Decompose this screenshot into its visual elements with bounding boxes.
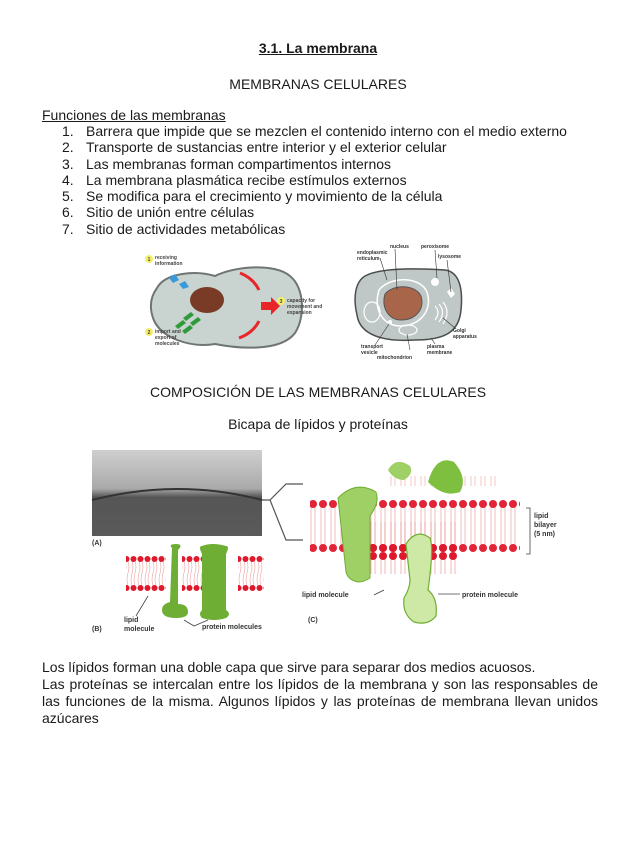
- golgi-icon: [434, 301, 448, 325]
- svg-text:endoplasmic: endoplasmic: [357, 250, 388, 256]
- protein-molecule-icon: [162, 544, 188, 618]
- transport-vesicle-icon: [388, 320, 392, 324]
- svg-text:Golgi: Golgi: [453, 328, 466, 334]
- protein-molecule-icon: [428, 460, 463, 494]
- receiving-arrow-icon: [169, 274, 189, 289]
- svg-text:2: 2: [148, 330, 151, 336]
- membrane-structure-figure: (A) lipid molecule protein molecules (B)…: [91, 450, 557, 633]
- protein-molecule-icon: [388, 461, 412, 480]
- list-item: 5.Se modifica para el crecimiento y movi…: [62, 188, 443, 205]
- protein-molecule-icon: [403, 533, 437, 624]
- svg-text:lysosome: lysosome: [438, 254, 461, 260]
- svg-text:(A): (A): [92, 540, 102, 547]
- svg-text:capacity for: capacity for: [287, 298, 315, 304]
- svg-text:transport: transport: [361, 344, 383, 350]
- cell-functions-figure: 1 receiving information 2 import and exp…: [145, 255, 322, 349]
- svg-text:bilayer: bilayer: [534, 522, 557, 529]
- list-item: 7.Sitio de actividades metabólicas: [62, 220, 286, 237]
- functions-list: 1.Barrera que impide que se mezclen el c…: [42, 123, 567, 237]
- svg-text:import and: import and: [155, 329, 181, 335]
- micrograph-image: [92, 450, 262, 536]
- mitochondrion-icon: [363, 301, 381, 323]
- list-item: 6.Sitio de unión entre células: [62, 204, 255, 221]
- svg-text:(5 nm): (5 nm): [534, 531, 555, 538]
- svg-text:molecule: molecule: [124, 626, 154, 633]
- list-item: 1.Barrera que impide que se mezclen el c…: [62, 123, 567, 139]
- svg-text:reticulum: reticulum: [357, 256, 380, 262]
- expansion-arc-icon: [239, 271, 261, 291]
- svg-text:membrane: membrane: [427, 350, 453, 356]
- svg-text:3: 3: [280, 299, 283, 305]
- movement-arrow-icon: [261, 297, 280, 315]
- svg-text:1: 1: [148, 257, 151, 263]
- svg-text:protein molecules: protein molecules: [202, 624, 262, 631]
- list-item: 3.Las membranas forman compartimentos in…: [62, 155, 392, 172]
- body-paragraphs: Los lípidos forman una doble capa que si…: [42, 659, 598, 727]
- svg-text:expansion: expansion: [287, 310, 312, 316]
- paragraph-proteins: Las proteínas se intercalan entre los lí…: [42, 676, 598, 726]
- svg-text:lipid: lipid: [534, 513, 548, 520]
- svg-text:lipid: lipid: [124, 617, 138, 624]
- svg-text:export of: export of: [155, 335, 177, 341]
- zoom-bracket-icon: [262, 483, 303, 541]
- svg-text:peroxisome: peroxisome: [421, 244, 449, 250]
- svg-text:nucleus: nucleus: [390, 244, 409, 250]
- svg-text:plasma: plasma: [427, 344, 444, 350]
- svg-text:receiving: receiving: [155, 255, 177, 261]
- nucleus-icon: [190, 287, 224, 313]
- svg-text:molecules: molecules: [155, 341, 180, 347]
- svg-text:(C): (C): [308, 617, 318, 624]
- page-title: 3.1. La membrana: [258, 40, 378, 56]
- bilayer-bracket-icon: [526, 507, 531, 555]
- protein-molecule-icon: [337, 486, 378, 583]
- svg-text:lipid molecule: lipid molecule: [302, 592, 349, 599]
- expansion-arc-icon: [238, 320, 261, 340]
- peroxisome-icon: [431, 278, 439, 286]
- nucleus-icon: [383, 286, 423, 321]
- mitochondrion-icon: [398, 324, 418, 336]
- lysosome-icon: [447, 288, 455, 298]
- svg-text:mitochondrion: mitochondrion: [377, 355, 412, 361]
- svg-text:vesicle: vesicle: [361, 350, 378, 356]
- cell-organelles-figure: nucleus peroxisome endoplasmic reticulum…: [354, 244, 477, 361]
- svg-text:information: information: [155, 261, 183, 267]
- section-heading-composicion: COMPOSICIÓN DE LAS MEMBRANAS CELULARES: [149, 384, 487, 400]
- list-item: 4.La membrana plasmática recibe estímulo…: [62, 171, 407, 188]
- svg-text:apparatus: apparatus: [453, 334, 477, 340]
- functions-heading: Funciones de las membranas: [42, 107, 226, 123]
- paragraph-lipids: Los lípidos forman una doble capa que si…: [42, 659, 536, 675]
- svg-text:movement and: movement and: [287, 304, 322, 310]
- svg-text:(B): (B): [92, 626, 102, 633]
- section-heading-membranas-celulares: MEMBRANAS CELULARES: [229, 76, 407, 92]
- list-item: 2.Transporte de sustancias entre interio…: [62, 139, 447, 156]
- protein-molecule-icon: [200, 544, 229, 620]
- import-export-arrows-icon: [175, 312, 201, 334]
- svg-text:protein molecule: protein molecule: [462, 592, 518, 599]
- section-subheading-bicapa: Bicapa de lípidos y proteínas: [228, 416, 408, 432]
